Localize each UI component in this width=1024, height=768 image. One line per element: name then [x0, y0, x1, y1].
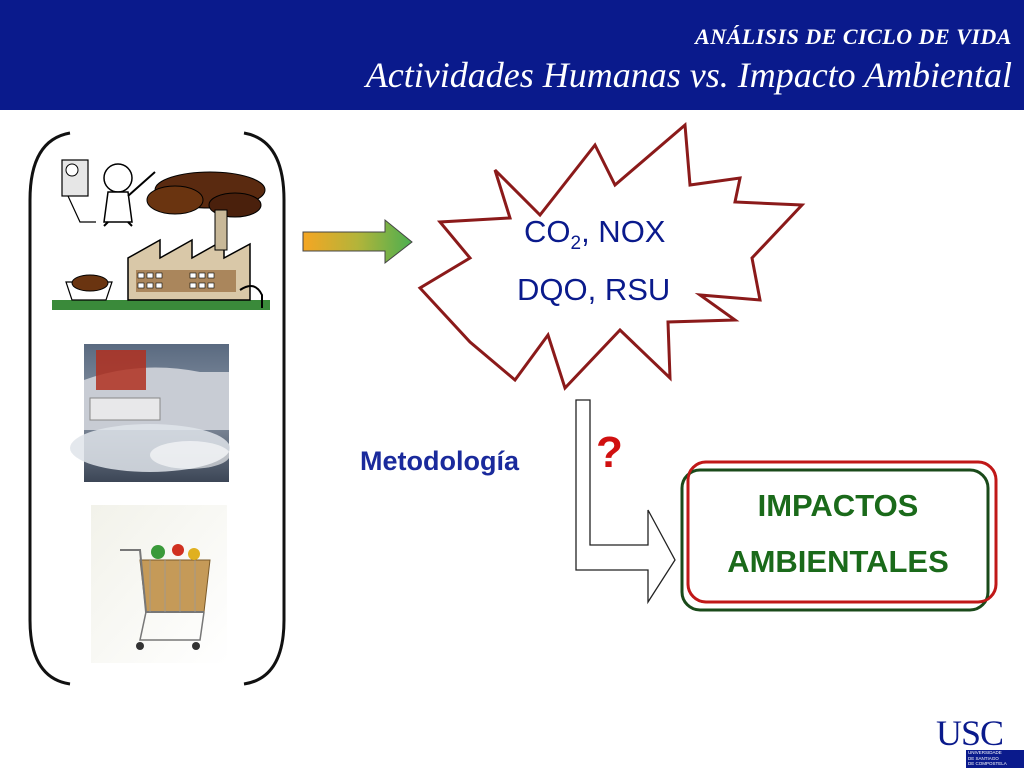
- usc-logo: USC UNIVERSIDADE DE SANTIAGO DE COMPOSTE…: [936, 710, 1024, 768]
- usc-logo-acronym: USC: [936, 713, 1004, 753]
- right-bracket: [243, 131, 286, 686]
- left-bracket: [28, 131, 71, 686]
- impact-box-red-outline: [686, 460, 998, 604]
- nox-text: , NOX: [581, 214, 666, 249]
- factory-illustration: [52, 159, 270, 310]
- co2-subscript: 2: [570, 233, 582, 255]
- question-mark: ?: [596, 428, 623, 477]
- usc-logo-line-3: DE COMPOSTELA: [968, 761, 1007, 766]
- emission-line-2: DQO, RSU: [517, 272, 671, 307]
- header-title: Actividades Humanas vs. Impacto Ambienta…: [365, 55, 1012, 95]
- usc-logo-plate: UNIVERSIDADE DE SANTIAGO DE COMPOSTELA: [966, 750, 1024, 768]
- usc-logo-line-1: UNIVERSIDADE: [968, 750, 1002, 755]
- impacts-line-1: IMPACTOS: [757, 488, 919, 523]
- usc-logo-line-2: DE SANTIAGO: [968, 755, 999, 761]
- car-exhaust-photo: [70, 344, 230, 482]
- co-text: CO: [524, 214, 571, 249]
- gradient-arrow-right: [302, 218, 413, 265]
- emission-line-1: CO2, NOX: [524, 214, 665, 255]
- header-banner: ANÁLISIS DE CICLO DE VIDA Actividades Hu…: [0, 0, 1024, 110]
- bent-arrow: [575, 399, 676, 605]
- header-subtitle: ANÁLISIS DE CICLO DE VIDA: [695, 24, 1012, 49]
- methodology-label: Metodología: [360, 446, 519, 476]
- impacts-line-2: AMBIENTALES: [727, 544, 949, 579]
- emission-starburst: [417, 121, 806, 391]
- shopping-cart-photo: [91, 505, 227, 663]
- impact-box-green-outline: [680, 468, 990, 612]
